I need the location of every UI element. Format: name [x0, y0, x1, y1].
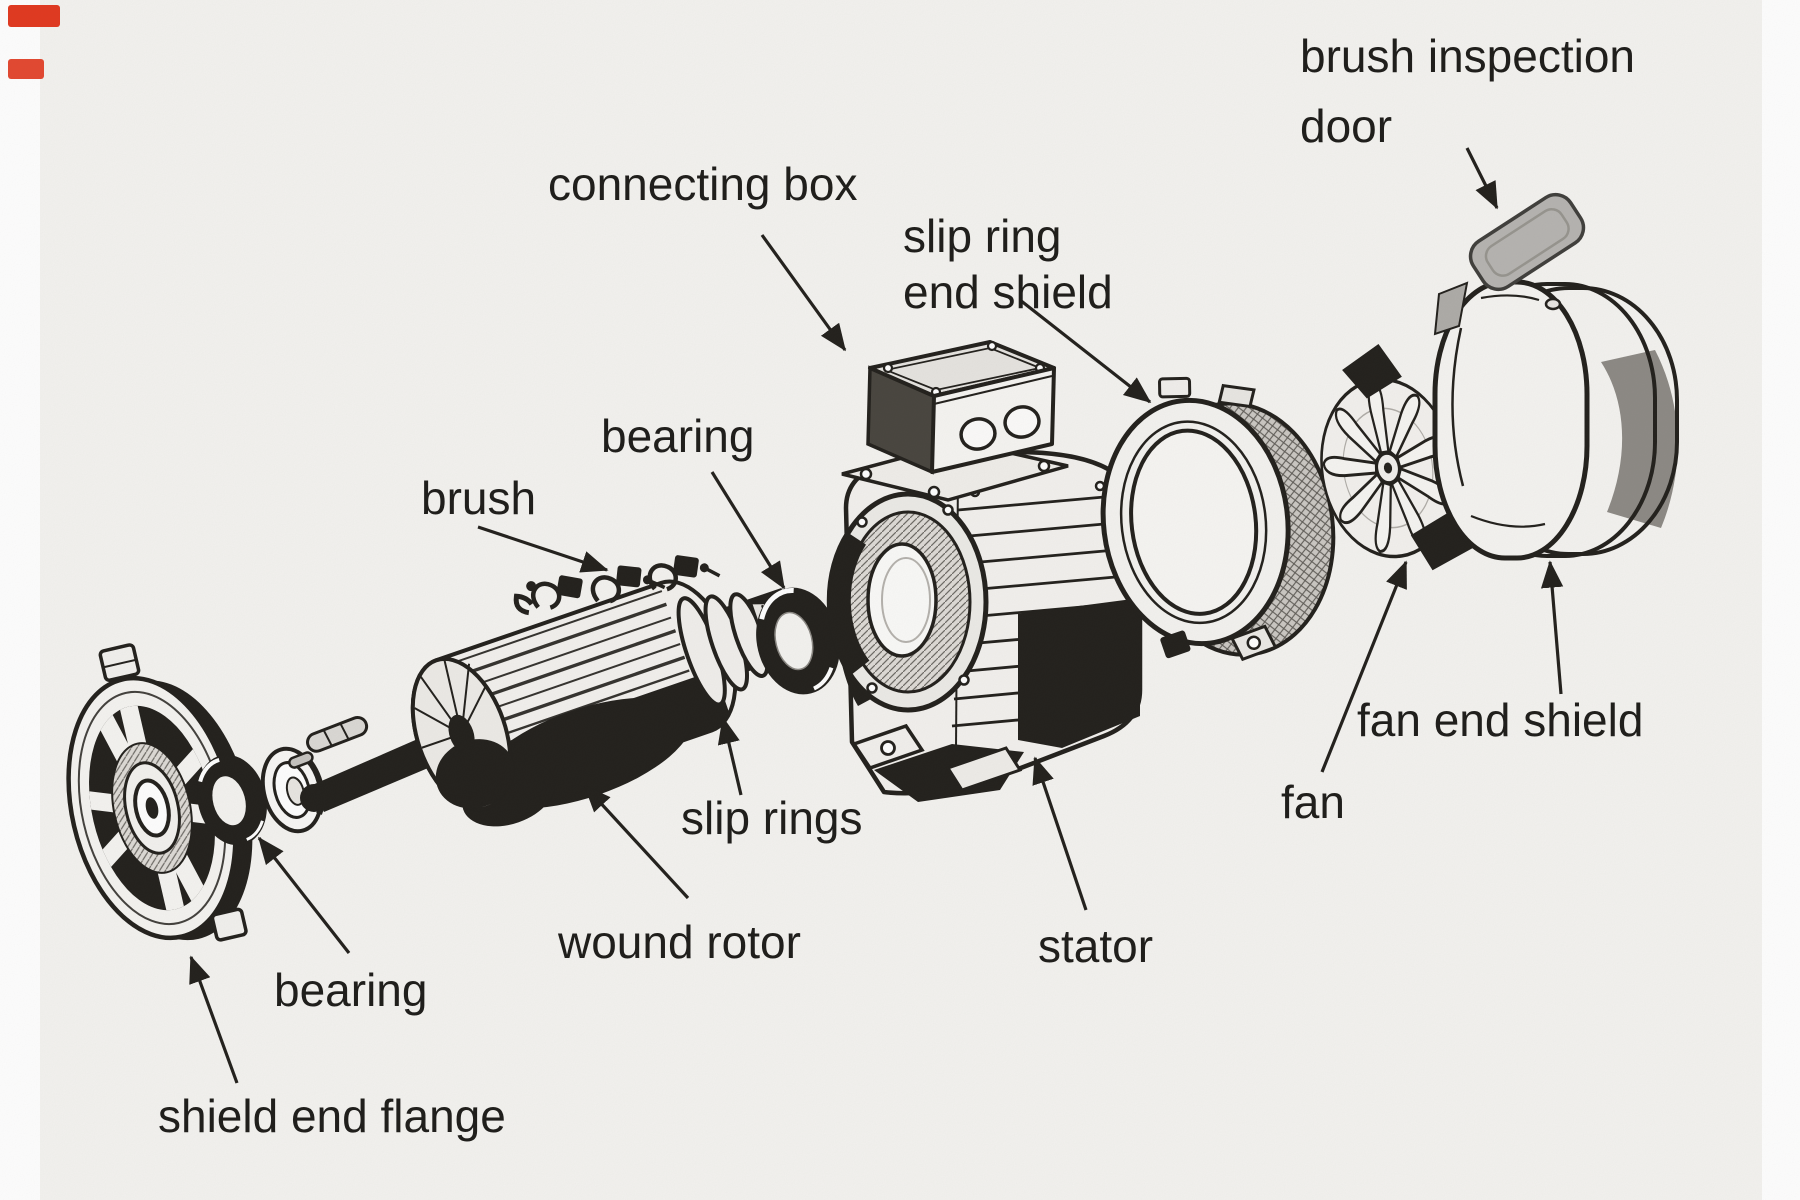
- diagram-canvas: brush inspection door connecting box sli…: [0, 0, 1800, 1200]
- scan-grain-overlay: [0, 0, 1800, 1200]
- motor-exploded-diagram: brush inspection door connecting box sli…: [0, 0, 1800, 1200]
